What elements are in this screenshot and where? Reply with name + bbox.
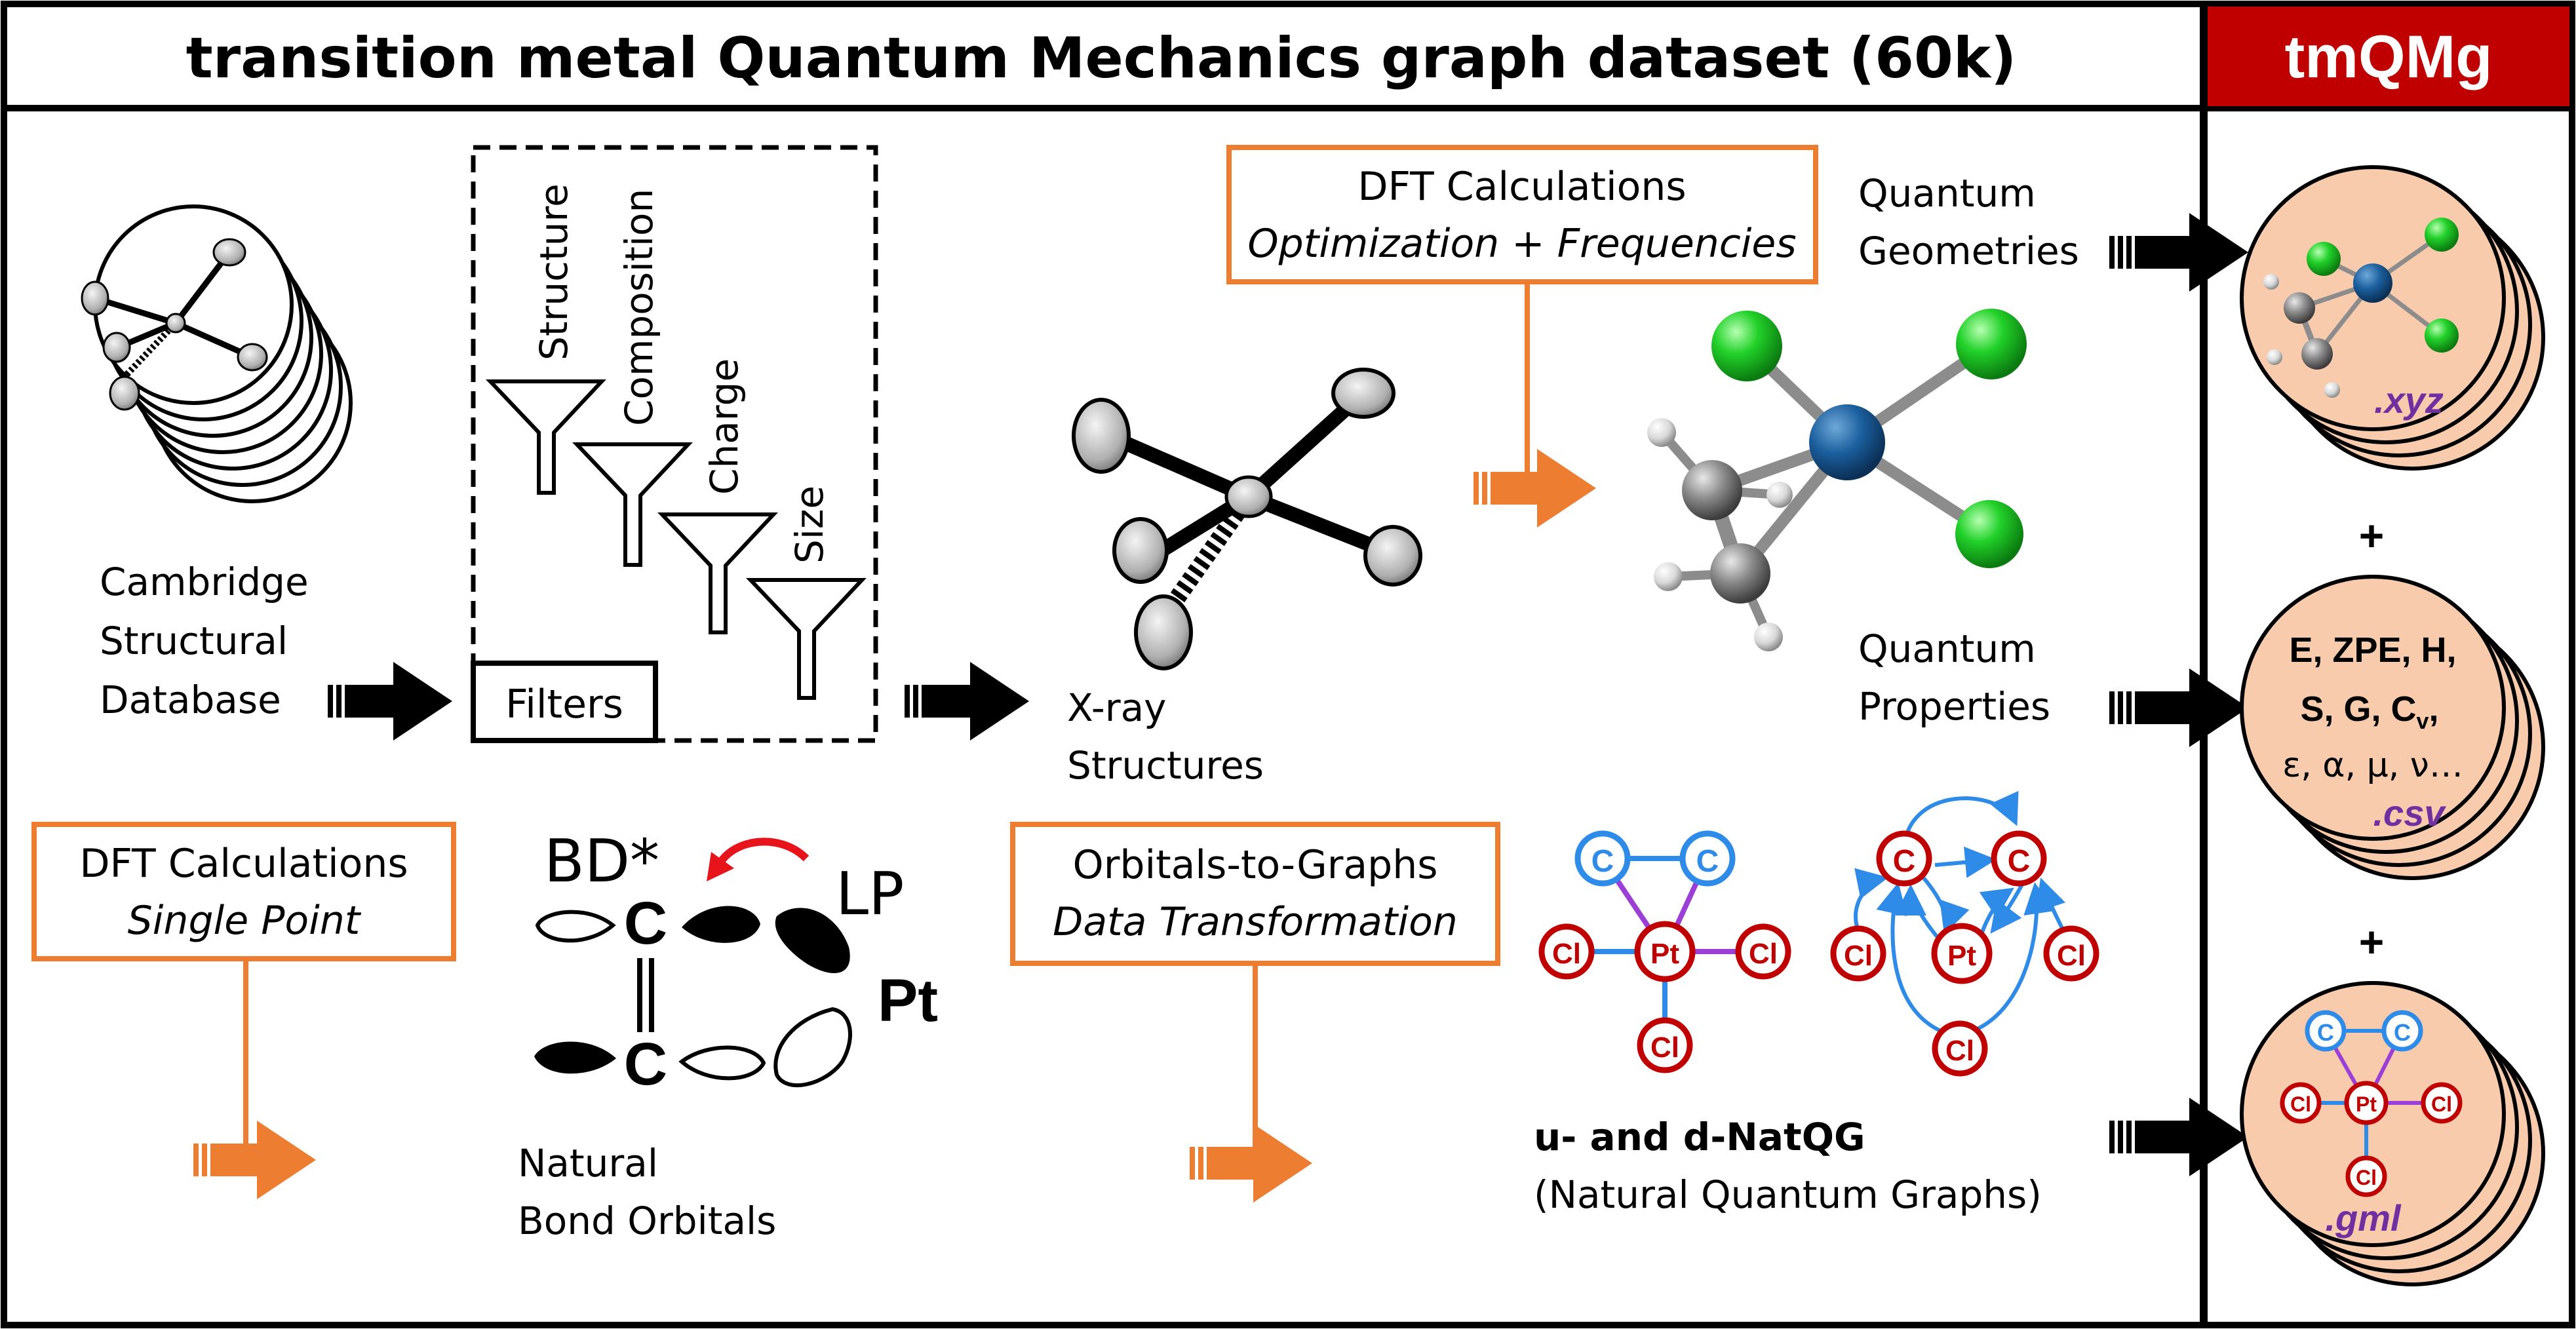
dft-opt-title: DFT Calculations xyxy=(1357,164,1686,210)
svg-text:Pt: Pt xyxy=(1947,940,1976,972)
orbital-pt xyxy=(773,1007,852,1087)
svg-text:Cl: Cl xyxy=(2057,940,2086,972)
arrow-filters-to-xray xyxy=(905,662,1029,741)
svg-text:Cl: Cl xyxy=(2356,1166,2377,1189)
filter-charge-label: Charge xyxy=(702,358,747,495)
arrow-geometries-to-xyz xyxy=(2109,213,2248,292)
svg-text:C: C xyxy=(1591,844,1614,879)
csd-label: Cambridge Structural Database xyxy=(100,560,321,722)
svg-text:C: C xyxy=(2008,844,2031,879)
filter-funnels xyxy=(486,379,867,700)
filters-box: Filters xyxy=(471,145,878,743)
filter-composition-label: Composition xyxy=(617,189,661,426)
orbital-bd-star-right xyxy=(682,906,760,943)
nbo-atom-pt: Pt xyxy=(878,967,938,1034)
nbo-diagram: BD* LP C C Pt xyxy=(534,827,938,1098)
o2g-subtitle: Data Transformation xyxy=(1053,899,1458,945)
arrow-natqg-to-gml xyxy=(2109,1098,2248,1176)
u-natqg-graph: C C Cl Pt Cl Cl xyxy=(1538,830,1791,1073)
filter-structure-label: Structure xyxy=(532,183,576,360)
dft-opt-subtitle: Optimization + Frequencies xyxy=(1247,221,1796,267)
svg-text:C: C xyxy=(1696,844,1719,879)
page-title: transition metal Quantum Mechanics graph… xyxy=(186,26,2017,91)
d-natqg-graph: C C Cl Pt Cl Cl xyxy=(1830,790,2099,1077)
props-line-3: ε, α, μ, ν… xyxy=(2282,746,2463,785)
filters-label: Filters xyxy=(505,682,623,727)
orange-arrow-o2g xyxy=(1190,963,1312,1203)
svg-text:C: C xyxy=(2317,1019,2334,1046)
svg-text:Cl: Cl xyxy=(1650,1031,1679,1064)
tmqmg-badge: tmQMg xyxy=(2208,7,2569,106)
svg-text:C: C xyxy=(2394,1019,2411,1046)
orbital-bd-right xyxy=(678,1045,766,1081)
csd-disk-stack xyxy=(81,204,353,503)
svg-text:Pt: Pt xyxy=(1650,938,1679,970)
small-xray-molecule xyxy=(81,238,268,411)
svg-text:C: C xyxy=(1893,844,1916,879)
nbo-caption: Natural Bond Orbitals xyxy=(518,1141,776,1243)
svg-text:Pt: Pt xyxy=(2356,1092,2377,1116)
dft-optimization-box: DFT Calculations Optimization + Frequenc… xyxy=(1226,145,1818,284)
csv-ext: .csv xyxy=(2373,792,2447,834)
svg-text:Cl: Cl xyxy=(2431,1092,2452,1116)
arrow-properties-to-csv xyxy=(2109,668,2248,747)
svg-text:Cl: Cl xyxy=(1945,1035,1974,1067)
badge-label: tmQMg xyxy=(2285,24,2493,90)
svg-text:Cl: Cl xyxy=(1844,940,1873,972)
xyz-disk-stack: .xyz xyxy=(2240,165,2545,471)
svg-text:Cl: Cl xyxy=(2290,1092,2311,1116)
svg-text:Cl: Cl xyxy=(1552,938,1581,970)
plus-1: + xyxy=(2359,511,2385,560)
orbitals-to-graphs-box: Orbitals-to-Graphs Data Transformation xyxy=(1010,822,1500,966)
plus-2: + xyxy=(2359,917,2385,966)
dft-sp-title: DFT Calculations xyxy=(79,841,408,887)
props-line-2: S, G, Cv, xyxy=(2301,689,2439,734)
svg-text:Cl: Cl xyxy=(1749,938,1778,970)
quantum-properties-label: Quantum Properties xyxy=(1858,626,2050,729)
xray-structure xyxy=(1072,368,1422,670)
funnel-composition-icon xyxy=(572,442,693,567)
funnel-charge-icon xyxy=(657,512,778,634)
curved-red-arrow xyxy=(716,838,810,866)
orange-arrow-sp xyxy=(193,959,316,1199)
nbo-atom-c-bottom: C xyxy=(624,1031,667,1098)
arrow-csd-to-filters xyxy=(328,662,452,741)
orbital-lp xyxy=(775,908,850,973)
orange-arrow-opt xyxy=(1473,282,1596,528)
natqg-subtitle: (Natural Quantum Graphs) xyxy=(1534,1172,2042,1217)
orbital-bd-left xyxy=(534,1041,616,1074)
dft-sp-subtitle: Single Point xyxy=(128,898,362,944)
gml-ext: .gml xyxy=(2325,1197,2402,1239)
quantum-geometries-label: Quantum Geometries xyxy=(1858,171,2079,273)
mini-u-natqg: C C Cl Pt Cl Cl xyxy=(2280,1010,2463,1197)
funnel-structure-icon xyxy=(486,379,606,495)
bd-star-label: BD* xyxy=(544,827,659,896)
natqg-title: u- and d-NatQG xyxy=(1534,1115,1865,1159)
xray-label: X-ray Structures xyxy=(1067,685,1264,788)
gml-disk-stack: C C Cl Pt Cl Cl .gml xyxy=(2240,981,2545,1286)
funnel-size-icon xyxy=(746,578,867,700)
dft-single-point-box: DFT Calculations Single Point xyxy=(31,822,456,961)
optimized-molecule xyxy=(1647,309,2027,651)
mini-molecule xyxy=(2263,218,2459,398)
props-line-1: E, ZPE, H, xyxy=(2289,630,2456,670)
nbo-atom-c-top: C xyxy=(624,890,667,957)
csv-disk-stack: E, ZPE, H, S, G, Cv, ε, α, μ, ν… .csv xyxy=(2240,575,2545,880)
filter-size-label: Size xyxy=(787,486,832,564)
orbital-bd-star-left xyxy=(535,910,616,943)
xyz-ext: .xyz xyxy=(2374,379,2444,421)
o2g-title: Orbitals-to-Graphs xyxy=(1072,842,1437,888)
lp-label: LP xyxy=(836,860,904,929)
